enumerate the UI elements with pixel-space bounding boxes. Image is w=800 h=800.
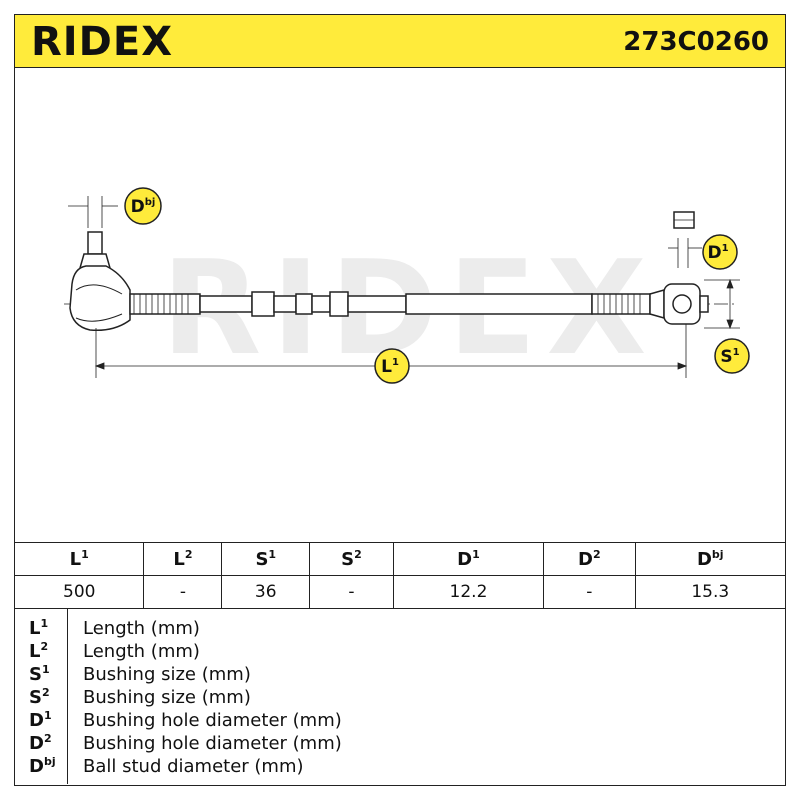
part-number: 273C0260 [623,27,769,57]
legend-item: D1 Bushing hole diameter (mm) [15,709,787,732]
label-d1: D1 [702,234,738,270]
label-d1-base: D [707,243,721,263]
header-d2: D2 [543,542,636,576]
label-s1-sup: 1 [733,347,740,358]
header-l2-base: L [173,548,185,570]
legend-key: Dbj [29,755,56,777]
label-dbj-sup: bj [145,197,156,208]
header-dbj: Dbj [634,542,787,576]
legend-desc: Bushing hole diameter (mm) [83,733,342,754]
spec-table-value-row: 500 - 36 - 12.2 - 15.3 [13,575,787,609]
label-d1-sup: 1 [722,243,729,254]
legend-key: S1 [29,663,50,685]
spec-table: L1 L2 S1 S2 D1 D2 Dbj 500 - 36 - 12.2 - … [13,542,787,609]
legend: L1 Length (mm) L2 Length (mm) S1 Bushing… [14,608,786,786]
header-l1-sup: 1 [81,547,89,561]
header-s1-base: S [255,548,269,570]
legend-divider [67,608,68,784]
legend-key: D1 [29,709,52,731]
legend-desc: Length (mm) [83,618,200,639]
label-s1: S1 [714,338,750,374]
legend-desc: Bushing size (mm) [83,687,251,708]
legend-item: L1 Length (mm) [15,617,787,640]
svg-text:D1: D1 [707,243,728,263]
legend-desc: Ball stud diameter (mm) [83,756,304,777]
label-l1-sup: 1 [392,357,399,368]
header-s1-sup: 1 [268,547,277,561]
header-s2: S2 [309,542,394,576]
value-d2: - [543,575,636,609]
header-l2: L2 [143,542,223,576]
value-s1: 36 [221,575,311,609]
value-l2: - [143,575,223,609]
legend-desc: Length (mm) [83,641,200,662]
legend-desc: Bushing hole diameter (mm) [83,710,342,731]
legend-key: S2 [29,686,50,708]
label-dbj-base: D [131,197,145,217]
value-d1: 12.2 [392,575,545,609]
technical-drawing: RIDEX [64,187,750,384]
header-s2-base: S [341,548,355,570]
legend-desc: Bushing size (mm) [83,664,251,685]
header-d2-base: D [578,548,593,570]
header-s1: S1 [221,542,311,576]
header-d1: D1 [392,542,545,576]
brand-logo: RIDEX [31,19,174,65]
label-s1-base: S [720,347,732,367]
legend-item: S1 Bushing size (mm) [15,663,787,686]
header-dbj-base: D [696,548,712,570]
value-l1: 500 [13,575,145,609]
legend-key: D2 [29,732,52,754]
header-l2-sup: 2 [184,547,193,561]
header-d1-base: D [457,548,473,570]
svg-text:Dbj: Dbj [131,197,156,217]
header-dbj-sup: bj [711,547,724,561]
legend-item: L2 Length (mm) [15,640,787,663]
header-bar: RIDEX 273C0260 [14,14,786,68]
legend-key: L2 [29,640,49,662]
value-dbj: 15.3 [634,575,787,609]
tie-rod-drawing [64,211,734,332]
legend-item: S2 Bushing size (mm) [15,686,787,709]
svg-text:L1: L1 [381,357,399,377]
svg-text:S1: S1 [720,347,739,367]
header-d2-sup: 2 [593,547,601,561]
legend-key: L1 [29,617,49,639]
header-s2-sup: 2 [354,547,362,561]
value-s2: - [309,575,394,609]
header-l1-base: L [69,548,82,570]
header-d1-sup: 1 [472,547,480,561]
header-l1: L1 [13,542,145,576]
legend-item: D2 Bushing hole diameter (mm) [15,732,787,755]
label-dbj: Dbj [124,187,162,225]
legend-item: Dbj Ball stud diameter (mm) [15,755,787,778]
spec-table-header-row: L1 L2 S1 S2 D1 D2 Dbj [13,542,787,576]
label-l1: L1 [374,348,410,384]
label-l1-base: L [381,357,392,377]
